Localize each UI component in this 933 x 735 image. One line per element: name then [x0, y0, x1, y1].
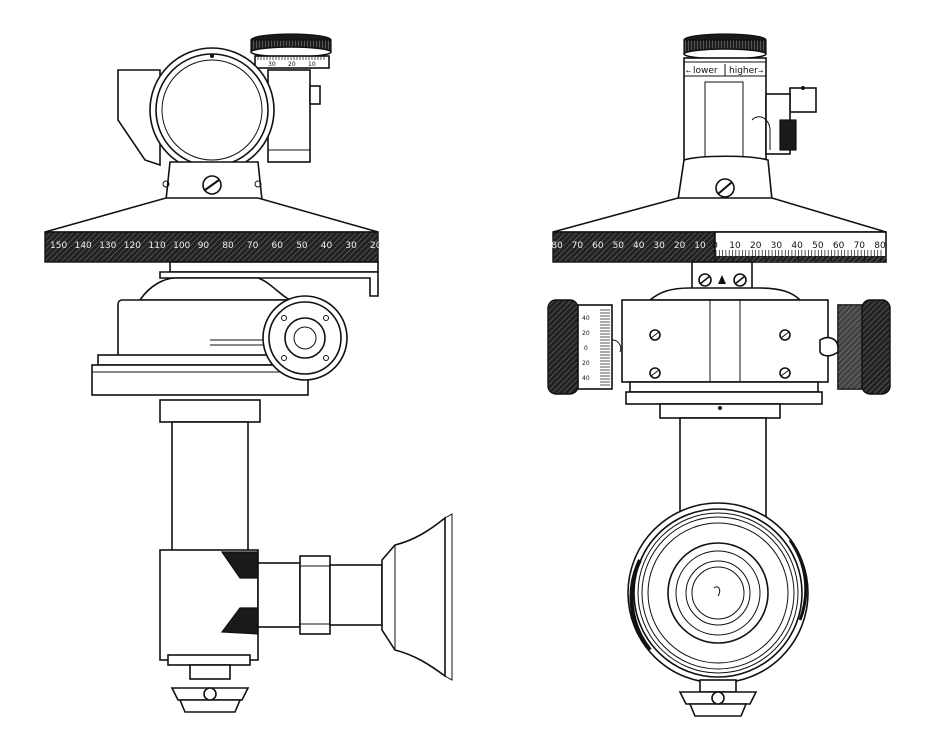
left-scale-label: 80 — [222, 241, 234, 251]
right-height-arrow-left: ← — [686, 68, 691, 75]
left-top-dial-scale — [254, 55, 330, 69]
right-neck — [677, 155, 773, 201]
left-scale-label: 60 — [272, 241, 284, 251]
left-side-housing — [267, 69, 311, 163]
right-top-dial — [683, 33, 767, 60]
left-top-dial-label: 20 — [288, 61, 296, 68]
left-top-dial-label: 30 — [268, 61, 276, 68]
left-scale-label: 50 — [296, 241, 308, 251]
drum-label: 40 — [582, 375, 590, 382]
right-scale-label: 80 — [874, 241, 886, 251]
right-body-screws — [649, 329, 791, 379]
left-side-knob — [262, 295, 348, 381]
left-scale-label: 110 — [149, 241, 166, 251]
left-scale-label: 90 — [198, 241, 210, 251]
left-scale-label: 30 — [345, 241, 357, 251]
left-base-plate — [91, 364, 309, 396]
right-side-attachment — [751, 86, 817, 155]
right-scale-label: 50 — [812, 241, 824, 251]
right-scale-label: 20 — [750, 241, 762, 251]
right-scale-label: 40 — [633, 241, 645, 251]
left-scale-label: 120 — [124, 241, 141, 251]
right-scale-label: 30 — [653, 241, 665, 251]
right-scale-label: 60 — [592, 241, 604, 251]
right-scale-label: 70 — [572, 241, 584, 251]
left-cone — [44, 197, 379, 233]
right-scale-label: 50 — [613, 241, 625, 251]
right-height-label-higher: higher — [729, 66, 758, 76]
left-scale-label: 150 — [50, 241, 67, 251]
left-eyepiece-tube — [257, 555, 383, 635]
left-scale-label: 130 — [99, 241, 116, 251]
right-index-arrow — [718, 275, 726, 284]
right-eyepiece-disc — [627, 502, 809, 684]
left-scale-band — [44, 231, 379, 263]
drum-label: 20 — [582, 360, 590, 367]
left-objective-ring — [149, 47, 275, 173]
drum-label: 40 — [582, 315, 590, 322]
right-left-drum: 40 20 0 20 40 — [547, 299, 622, 395]
left-eyecup — [381, 516, 446, 678]
right-neck-screw — [715, 178, 735, 198]
left-column — [171, 421, 249, 553]
left-scale-label: 100 — [173, 241, 190, 251]
left-upper-housing — [117, 69, 161, 167]
left-view: 30 20 10 150 140 130 120 110 100 90 80 70 60 — [44, 33, 453, 713]
right-scale-label: 10 — [694, 241, 706, 251]
right-scale-label: 60 — [833, 241, 845, 251]
right-scale-label: 80 — [551, 241, 563, 251]
right-cone — [552, 197, 887, 233]
left-top-dial-label: 10 — [308, 61, 316, 68]
left-scale-label: 70 — [247, 241, 259, 251]
left-scale-label: 20 — [370, 241, 382, 251]
left-foot — [170, 664, 250, 713]
right-scale-label: 30 — [771, 241, 783, 251]
right-scale-label: 10 — [729, 241, 741, 251]
right-right-drum — [819, 299, 891, 395]
right-scale-label: 20 — [674, 241, 686, 251]
left-scale-label: 40 — [321, 241, 333, 251]
left-body-top — [138, 277, 291, 301]
right-scale-label: 0 — [712, 241, 718, 251]
right-height-arrow-right: → — [758, 68, 763, 75]
left-top-dial: 30 20 10 — [250, 33, 332, 69]
right-height-label-lower: lower — [693, 66, 718, 76]
right-scale-label: 70 — [854, 241, 866, 251]
right-scale-label: 40 — [791, 241, 803, 251]
right-base-plate — [625, 391, 823, 405]
left-scale-label: 140 — [75, 241, 92, 251]
left-neck-screw — [202, 175, 222, 195]
drum-label: 0 — [584, 345, 588, 352]
right-view: ← lower higher → 80 70 60 50 40 30 20 10 0 10 20 30 — [547, 33, 891, 717]
drum-label: 20 — [582, 330, 590, 337]
right-foot — [678, 679, 758, 717]
